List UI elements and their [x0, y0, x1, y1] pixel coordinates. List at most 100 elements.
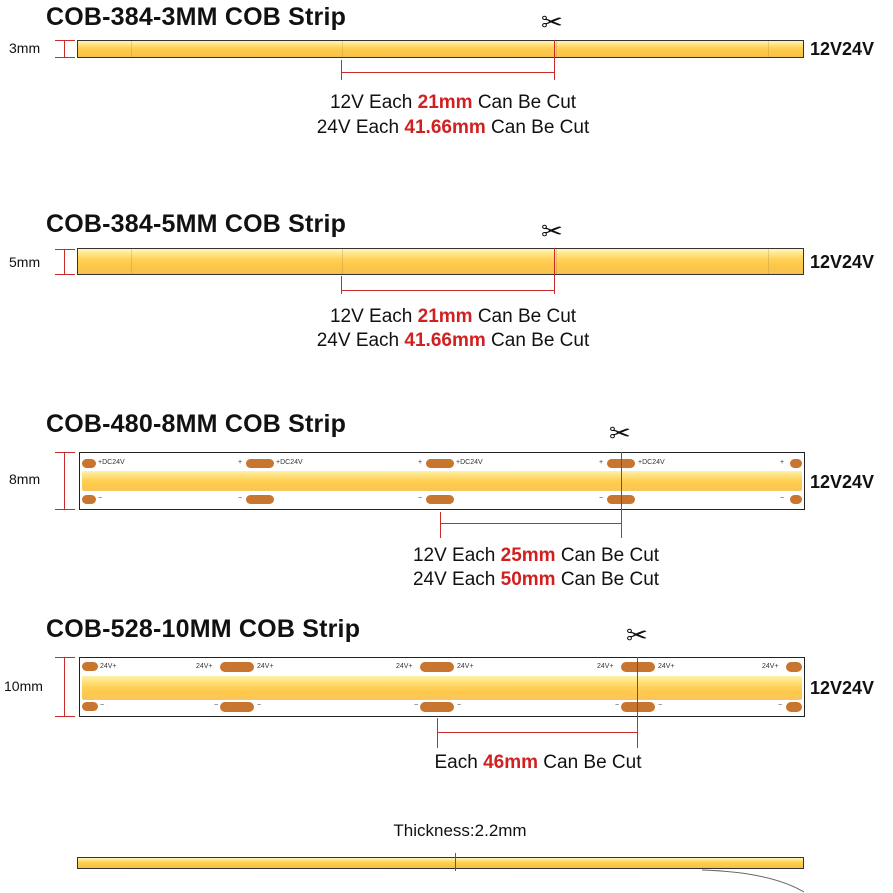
strip-10mm-title: COB-528-10MM COB Strip — [46, 615, 361, 643]
pad-label: − — [214, 702, 219, 709]
pad-label: − — [414, 702, 419, 709]
cut-mark — [768, 41, 769, 57]
pad-label: +DC24V — [276, 459, 303, 466]
width-dimension-line — [55, 249, 75, 250]
cut-dimension-line — [554, 248, 555, 294]
solder-pad — [246, 459, 274, 468]
pad-label: 24V+ — [457, 663, 474, 670]
pad-label: + — [238, 459, 243, 466]
cut-dimension-line — [437, 732, 638, 733]
cut-dimension-line — [341, 276, 342, 294]
pad-label: +DC24V — [98, 459, 125, 466]
width-dimension-line — [64, 452, 65, 510]
strip-10mm: 24V+ 24V+ 24V+ 24V+ 24V+ 24V+ 24V+ 24V+ … — [79, 657, 805, 717]
cob-light-band — [82, 471, 802, 491]
strip-3mm — [77, 40, 804, 58]
pad-label: − — [615, 702, 620, 709]
thickness-dimension-line — [455, 853, 456, 871]
strip-8mm-voltage: 12V24V — [810, 472, 875, 492]
solder-pad — [82, 495, 96, 504]
width-dimension-line — [64, 40, 65, 58]
scissors-icon: ✂ — [609, 418, 631, 448]
pad-label: − — [457, 702, 462, 709]
pad-label: 24V+ — [658, 663, 675, 670]
cob-light-band — [82, 676, 802, 700]
pad-label: − — [599, 495, 604, 502]
pad-label: 24V+ — [762, 663, 779, 670]
strip-side-profile — [77, 857, 804, 869]
strip-10mm-voltage: 12V24V — [810, 678, 875, 698]
width-dimension-line — [55, 657, 75, 658]
solder-pad — [426, 495, 454, 504]
pad-label: − — [780, 495, 785, 502]
strip-3mm-cut-12v: 12V Each 21mm Can Be Cut — [329, 92, 577, 113]
thickness-label: Thickness:2.2mm — [393, 821, 527, 840]
pad-label: − — [98, 495, 103, 502]
solder-pad — [420, 702, 454, 712]
width-dimension-line — [55, 716, 75, 717]
strip-8mm-cut-24v: 24V Each 50mm Can Be Cut — [412, 569, 660, 590]
solder-pad — [82, 702, 98, 711]
strip-10mm-cut: Each 46mm Can Be Cut — [434, 752, 642, 773]
strip-5mm-cut-12v: 12V Each 21mm Can Be Cut — [329, 306, 577, 327]
solder-pad — [790, 459, 802, 468]
pad-label: + — [418, 459, 423, 466]
pad-label: − — [257, 702, 262, 709]
strip-8mm-width-label: 8mm — [9, 471, 41, 487]
strip-8mm: +DC24V + +DC24V + +DC24V + +DC24V + − − … — [79, 452, 805, 510]
width-dimension-line — [55, 57, 75, 58]
pad-label: − — [100, 702, 105, 709]
cut-dimension-line — [440, 512, 441, 538]
width-dimension-line — [55, 509, 75, 510]
solder-pad — [786, 702, 802, 712]
cut-mark — [131, 41, 132, 57]
pad-label: 24V+ — [196, 663, 213, 670]
cut-dimension-line — [554, 40, 555, 80]
pad-label: − — [658, 702, 663, 709]
cut-dimension-line — [437, 718, 438, 748]
strip-5mm-voltage: 12V24V — [810, 252, 875, 272]
pad-label: 24V+ — [257, 663, 274, 670]
pad-label: +DC24V — [456, 459, 483, 466]
pad-label: + — [599, 459, 604, 466]
cut-mark — [768, 249, 769, 274]
solder-pad — [426, 459, 454, 468]
pad-label: 24V+ — [396, 663, 413, 670]
solder-pad — [786, 662, 802, 672]
strip-5mm-cut-24v: 24V Each 41.66mm Can Be Cut — [316, 330, 590, 351]
strip-3mm-voltage: 12V24V — [810, 39, 875, 59]
cut-dimension-line — [621, 452, 622, 538]
scissors-icon: ✂ — [626, 620, 648, 650]
solder-pad — [220, 662, 254, 672]
cut-mark — [556, 249, 557, 274]
width-dimension-line — [55, 274, 75, 275]
solder-pad — [220, 702, 254, 712]
width-dimension-line — [55, 452, 75, 453]
solder-pad — [621, 662, 655, 672]
strip-5mm-width-label: 5mm — [9, 254, 41, 270]
cut-mark — [342, 41, 343, 57]
cut-dimension-line — [341, 60, 342, 80]
strip-curve — [701, 869, 805, 893]
width-dimension-line — [64, 249, 65, 275]
strip-10mm-width-label: 10mm — [4, 678, 43, 694]
cut-mark — [556, 41, 557, 57]
cut-dimension-line — [341, 290, 555, 291]
cut-dimension-line — [637, 657, 638, 748]
strip-3mm-title: COB-384-3MM COB Strip — [46, 3, 347, 31]
strip-8mm-cut-12v: 12V Each 25mm Can Be Cut — [412, 545, 660, 566]
pad-label: +DC24V — [638, 459, 665, 466]
solder-pad — [621, 702, 655, 712]
scissors-icon: ✂ — [541, 7, 563, 37]
strip-3mm-cut-24v: 24V Each 41.66mm Can Be Cut — [316, 117, 590, 138]
cut-mark — [342, 249, 343, 274]
solder-pad — [420, 662, 454, 672]
pad-label: 24V+ — [597, 663, 614, 670]
strip-8mm-title: COB-480-8MM COB Strip — [46, 410, 347, 438]
strip-5mm — [77, 248, 804, 275]
solder-pad — [82, 459, 96, 468]
cut-dimension-line — [341, 72, 555, 73]
width-dimension-line — [64, 657, 65, 717]
solder-pad — [790, 495, 802, 504]
pad-label: − — [238, 495, 243, 502]
